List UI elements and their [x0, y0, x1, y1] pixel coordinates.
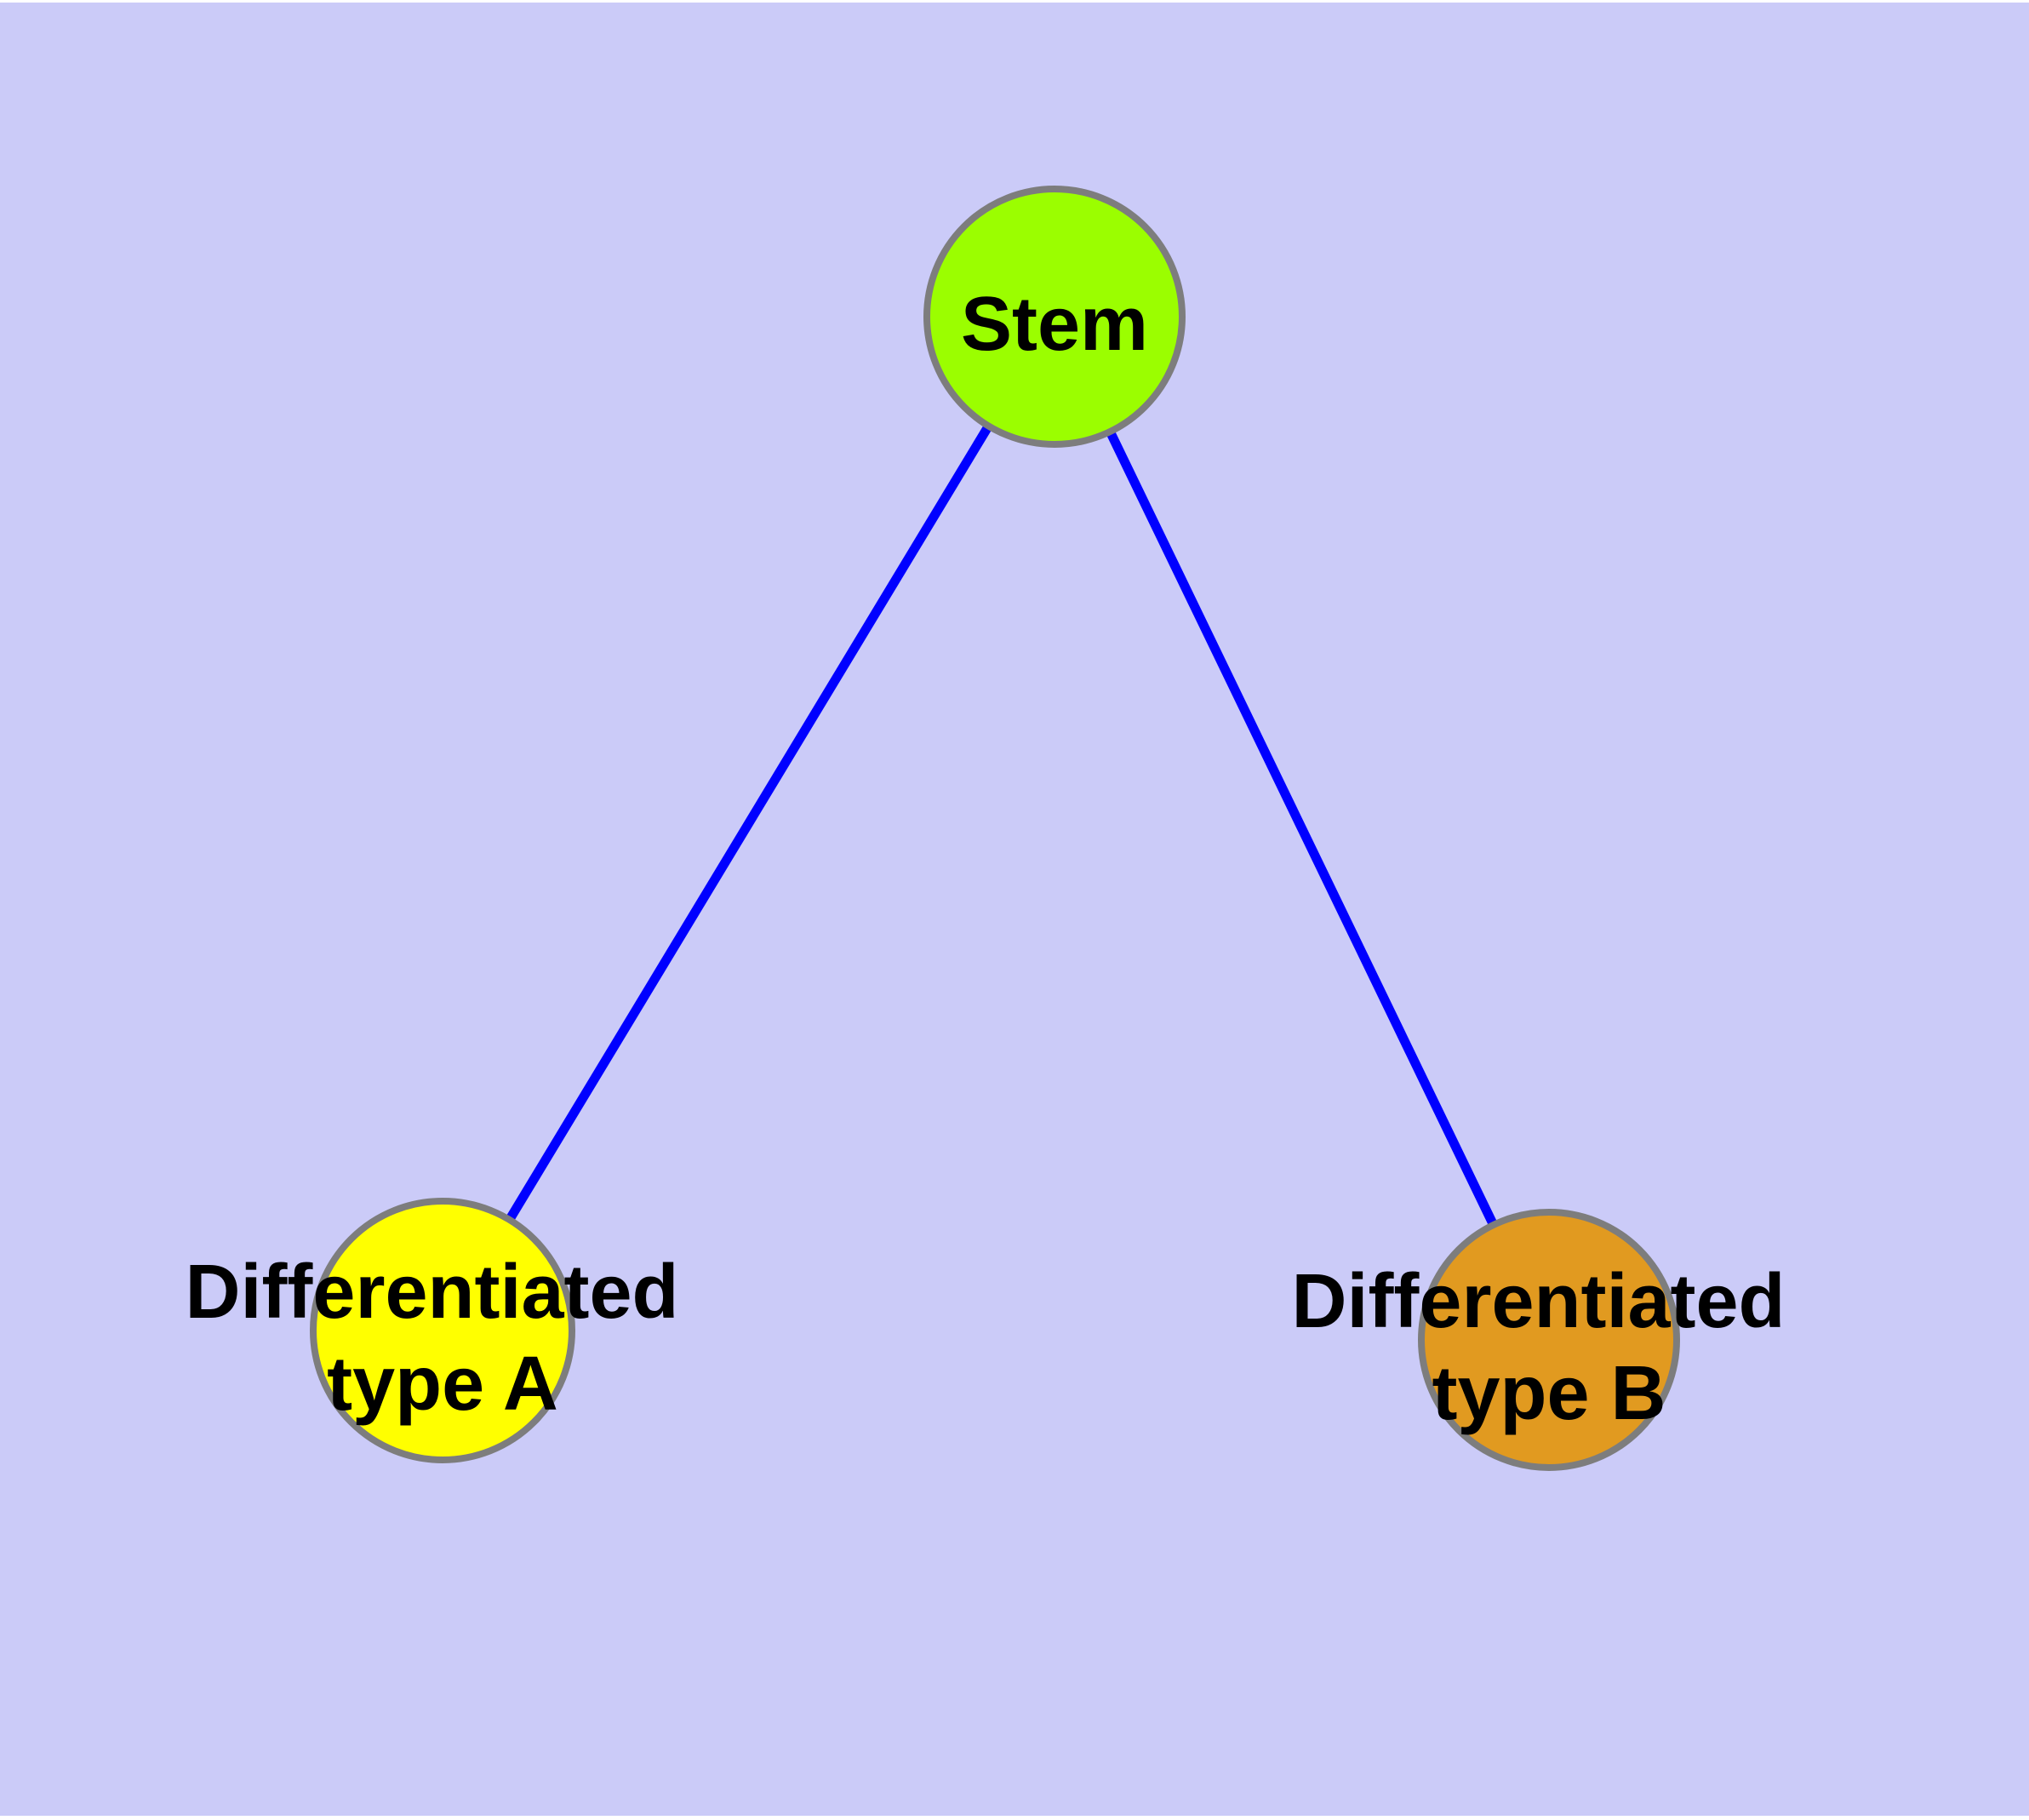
node-stem: [923, 186, 1186, 448]
node-label-differentiated-type-b-line1: Differentiated: [1291, 1259, 1785, 1344]
node-label-differentiated-type-a-line2: type A: [327, 1342, 558, 1427]
node-differentiated-type-a: [310, 1198, 575, 1463]
edge-stem-to-type-a: [438, 314, 1059, 1333]
edge-stem-to-type-b: [1050, 314, 1553, 1342]
node-differentiated-type-b: [1418, 1209, 1680, 1471]
node-label-differentiated-type-b-line2: type B: [1432, 1351, 1666, 1436]
node-label-differentiated-type-b: Differentiated type B: [1291, 1259, 1806, 1436]
node-label-differentiated-type-a-line1: Differentiated: [185, 1250, 678, 1335]
node-label-differentiated-type-a: Differentiated type A: [185, 1250, 700, 1427]
node-label-stem: Stem: [961, 282, 1148, 367]
